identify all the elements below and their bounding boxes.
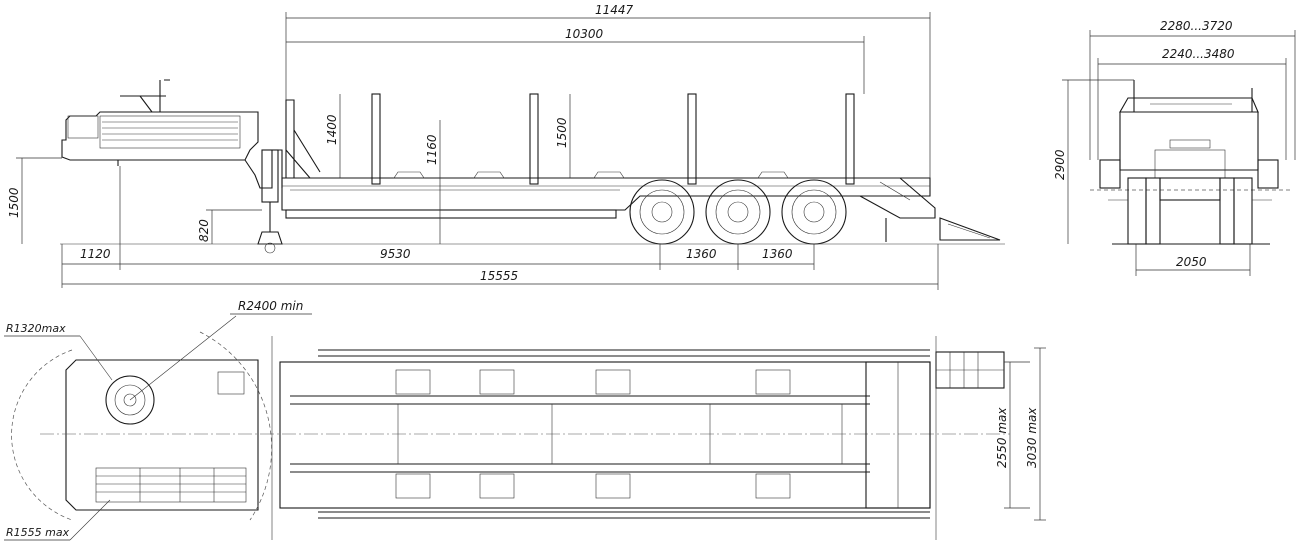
dim-2900-label: 2900 <box>1053 149 1067 180</box>
dim-1160-label: 1160 <box>425 134 439 165</box>
side-view <box>60 79 1005 254</box>
rear-dimensions: 2280...3720 2240...3480 2900 2050 <box>1053 19 1296 276</box>
top-dimensions: R2400 min R1320max R1555 max 2550 max 30… <box>4 299 1046 541</box>
dim-r1320-label: R1320max <box>6 322 66 335</box>
dim-1120-label: 1120 <box>80 247 111 261</box>
dim-10300-label: 10300 <box>565 27 604 41</box>
dim-1400-label: 1400 <box>325 114 339 145</box>
dim-1360-b-label: 1360 <box>762 247 793 261</box>
top-view <box>11 315 1010 540</box>
dim-820-label: 820 <box>197 219 211 242</box>
dim-1500-rear-label: 1500 <box>555 117 569 148</box>
dim-1500-front-label: 1500 <box>7 187 21 218</box>
dim-2550-label: 2550 max <box>995 407 1009 468</box>
dim-r2400-label: R2400 min <box>238 299 303 313</box>
rear-view <box>1090 80 1290 245</box>
dim-9530-label: 9530 <box>380 247 411 261</box>
dim-2050-label: 2050 <box>1176 255 1207 269</box>
dim-2240-3480-label: 2240...3480 <box>1162 47 1235 61</box>
side-wheels <box>629 179 847 245</box>
side-dimensions: 11447 10300 1400 1160 1500 1500 820 1120… <box>7 3 939 290</box>
dim-r1555-label: R1555 max <box>6 526 70 539</box>
dim-11447-label: 11447 <box>595 3 634 17</box>
dim-2280-3720-label: 2280...3720 <box>1160 19 1233 33</box>
dim-15555-label: 15555 <box>480 269 518 283</box>
dim-1360-a-label: 1360 <box>686 247 717 261</box>
dim-3030-label: 3030 max <box>1025 407 1039 468</box>
